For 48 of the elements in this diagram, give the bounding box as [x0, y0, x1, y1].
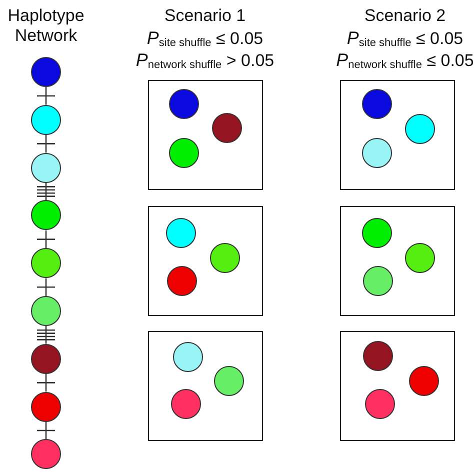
- haplotype-circle: [31, 57, 61, 87]
- p-value-text: P$_{site shuffle}$ ≤ 0.05: [146, 28, 264, 51]
- haplotype-circle: [31, 296, 61, 326]
- haplotype-circle: [365, 389, 395, 419]
- haplotype-circle: [31, 248, 61, 278]
- scenario-panel: [148, 80, 263, 190]
- p-value-text: P$_{network shuffle}$ > 0.05: [136, 50, 274, 73]
- header-text: Scenario 1: [164, 6, 246, 26]
- haplotype-circle: [363, 341, 393, 371]
- mutation-link: [36, 373, 56, 392]
- haplotype-circle: [409, 366, 439, 396]
- mutation-link: [36, 420, 56, 440]
- scenario-panel: [148, 206, 263, 316]
- haplotype-circle: [171, 389, 201, 419]
- mutation-link: [36, 134, 56, 154]
- mutation-link: [36, 325, 56, 344]
- scenario-panel: [340, 80, 455, 190]
- haplotype-circle: [167, 266, 197, 296]
- haplotype-circle: [214, 366, 244, 396]
- haplotype-circle: [169, 138, 199, 168]
- haplotype-circle: [362, 218, 392, 248]
- header-text: Haplotype Network: [6, 6, 86, 46]
- haplotype-circle: [212, 113, 242, 143]
- haplotype-circle: [166, 218, 196, 248]
- mutation-link: [36, 182, 56, 202]
- mutation-link: [36, 230, 56, 249]
- haplotype-circle: [362, 89, 392, 119]
- p-value-text: P$_{network shuffle}$ ≤ 0.05: [336, 50, 474, 73]
- haplotype-circle: [31, 344, 61, 374]
- haplotype-circle: [173, 342, 203, 372]
- scenario-panel: [340, 331, 455, 441]
- haplotype-circle: [169, 89, 199, 119]
- haplotype-circle: [31, 200, 61, 230]
- scenario-panel: [340, 206, 455, 316]
- haplotype-circle: [405, 114, 435, 144]
- mutation-link: [36, 86, 56, 106]
- p-value-text: P$_{site shuffle}$ ≤ 0.05: [346, 28, 464, 51]
- mutation-link: [36, 278, 56, 297]
- haplotype-circle: [210, 243, 240, 273]
- scenario-panel: [148, 331, 263, 441]
- haplotype-circle: [31, 439, 61, 470]
- haplotype-circle: [405, 243, 435, 273]
- header-text: Scenario 2: [364, 6, 446, 26]
- haplotype-circle: [363, 266, 393, 296]
- haplotype-circle: [31, 392, 61, 422]
- haplotype-circle: [362, 138, 392, 168]
- haplotype-circle: [31, 104, 61, 135]
- haplotype-circle: [31, 152, 61, 183]
